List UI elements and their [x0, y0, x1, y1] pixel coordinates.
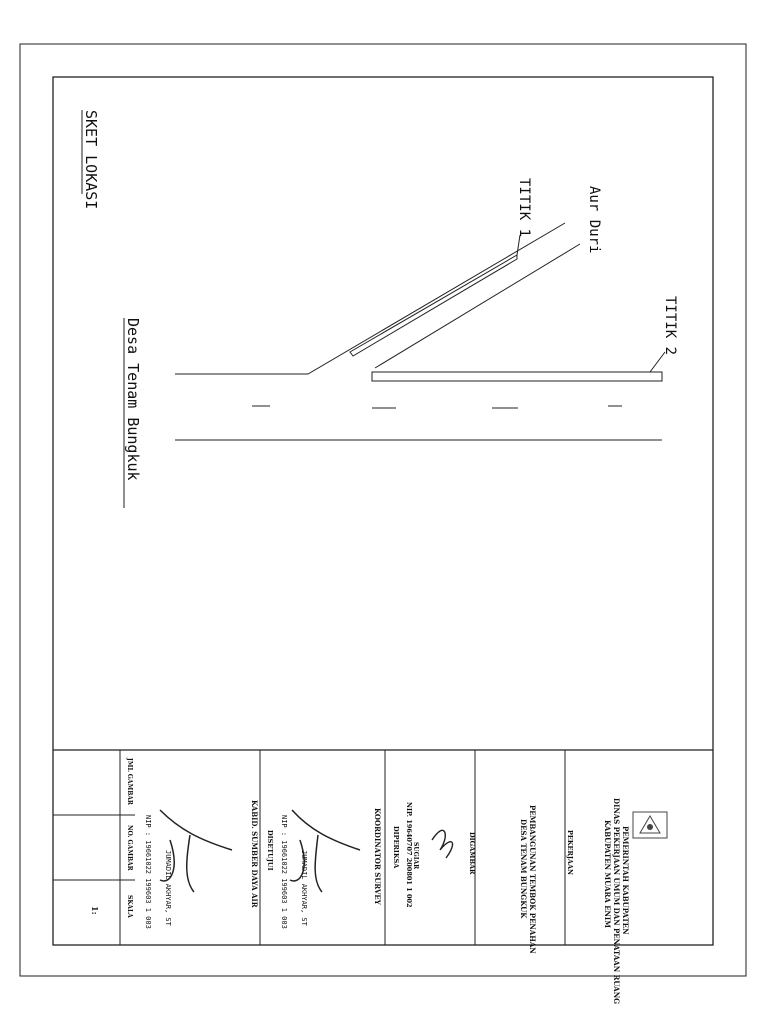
sketch-title: SKET LOKASI	[82, 110, 100, 209]
agency-line-3: KABUPATEN MUARA ENIM	[603, 820, 612, 928]
drawn-nip: NIP. 19640707 200801 1 002	[405, 802, 413, 908]
footer-number-label: NO. GAMBAR	[126, 825, 133, 872]
job-line-2: DESA TENAM BUNGKUK	[519, 819, 528, 919]
footer-count-label: JML GAMBAR	[126, 757, 133, 806]
job-line-1: PEMBANGUNAN TEMBOK PENAHAN	[528, 805, 537, 954]
agency-emblem-icon	[632, 811, 668, 839]
head-nip: NIP : 19661022 199603 1 003	[144, 815, 152, 929]
leader-titik-1	[516, 234, 521, 256]
drawn-name: SUGIAR	[412, 842, 419, 870]
wall-segment-titik-1	[349, 254, 518, 357]
head-name: JUMADIL AKHYAR, ST	[164, 850, 172, 927]
head-role: KABID. SUMBER DAYA AIR	[250, 800, 259, 908]
point-1-label: TITIK 1	[516, 178, 532, 237]
site-sketch	[175, 222, 666, 441]
village-label: Desa Tenam Bungkuk	[124, 318, 142, 481]
head-signature	[159, 809, 233, 893]
checked-role: KOORDINATOR SURVEY	[373, 808, 382, 906]
river-label: Aur Duri	[586, 186, 602, 253]
leader-titik-2	[649, 351, 666, 373]
checked-header: DIPERIKSA	[392, 826, 400, 869]
wall-segment-titik-2	[371, 371, 663, 382]
agency-line-1: PEMERINTAH KABUPATEN	[621, 826, 630, 935]
agency-line-2: DINAS PEKERJAAN UMUM DAN PENATAAN RUANG	[612, 798, 621, 1004]
approved-header: DISETUJUI	[266, 830, 274, 871]
approved-name: JUMADIL AKHYAR, ST	[300, 850, 308, 927]
river-bank	[374, 243, 581, 369]
road-upper-edge	[175, 222, 566, 375]
footer-scale-value: 1:	[90, 906, 100, 915]
approved-nip: NIP : 19661022 199603 1 003	[280, 815, 288, 929]
approved-signature	[289, 809, 361, 893]
job-header: PEKERJAAN	[566, 830, 574, 875]
footer-scale-label: SKALA	[126, 895, 133, 918]
outer-border	[19, 43, 747, 977]
inner-frame	[52, 76, 714, 946]
point-2-label: TITIK 2	[662, 296, 678, 355]
drawn-signature	[431, 829, 454, 859]
drawn-header: DIGAMBAR	[468, 832, 476, 875]
